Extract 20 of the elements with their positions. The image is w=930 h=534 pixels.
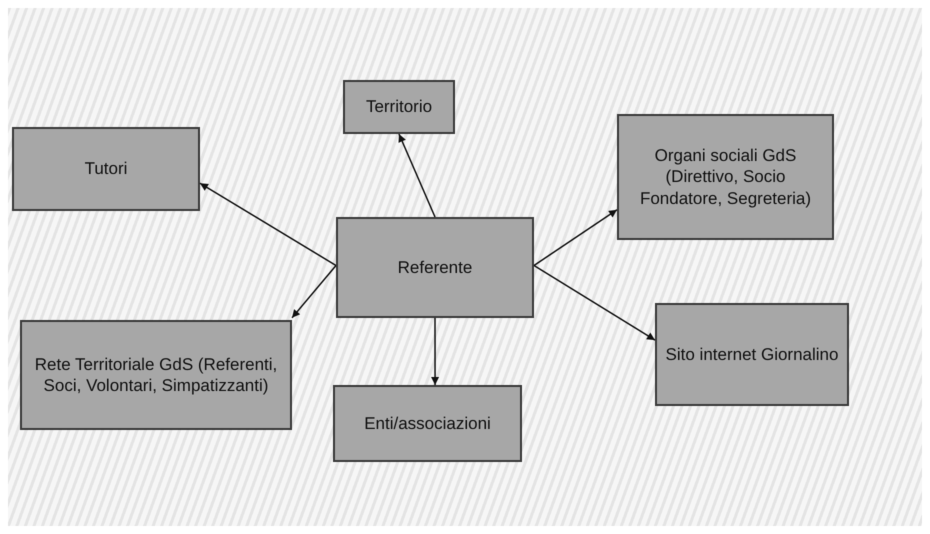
arrow: [534, 209, 618, 266]
arrow: [431, 318, 440, 385]
box-label: Tutori: [84, 158, 128, 180]
text-box: [333, 385, 522, 462]
box-label: Enti/associazioni: [364, 412, 491, 434]
arrow: [398, 134, 436, 218]
text-box: [617, 114, 834, 240]
text-box: [655, 303, 849, 406]
arrow: [291, 265, 337, 318]
text-box: [336, 217, 534, 318]
text-box: [343, 80, 455, 134]
box-label: Organi sociali GdS (Direttivo, Socio Fondatore, Segreteria): [638, 145, 812, 209]
box-label: Rete Territoriale GdS (Referenti, Soci, Volontari, Simpatizzanti): [34, 354, 278, 396]
arrow: [200, 182, 336, 266]
text-box: [20, 320, 292, 430]
box-label: Territorio: [366, 96, 432, 118]
box-label: Sito internet Giornalino: [666, 344, 838, 366]
arrow: [534, 264, 656, 341]
text-box: [12, 127, 200, 211]
box-label: Referente: [398, 256, 472, 278]
